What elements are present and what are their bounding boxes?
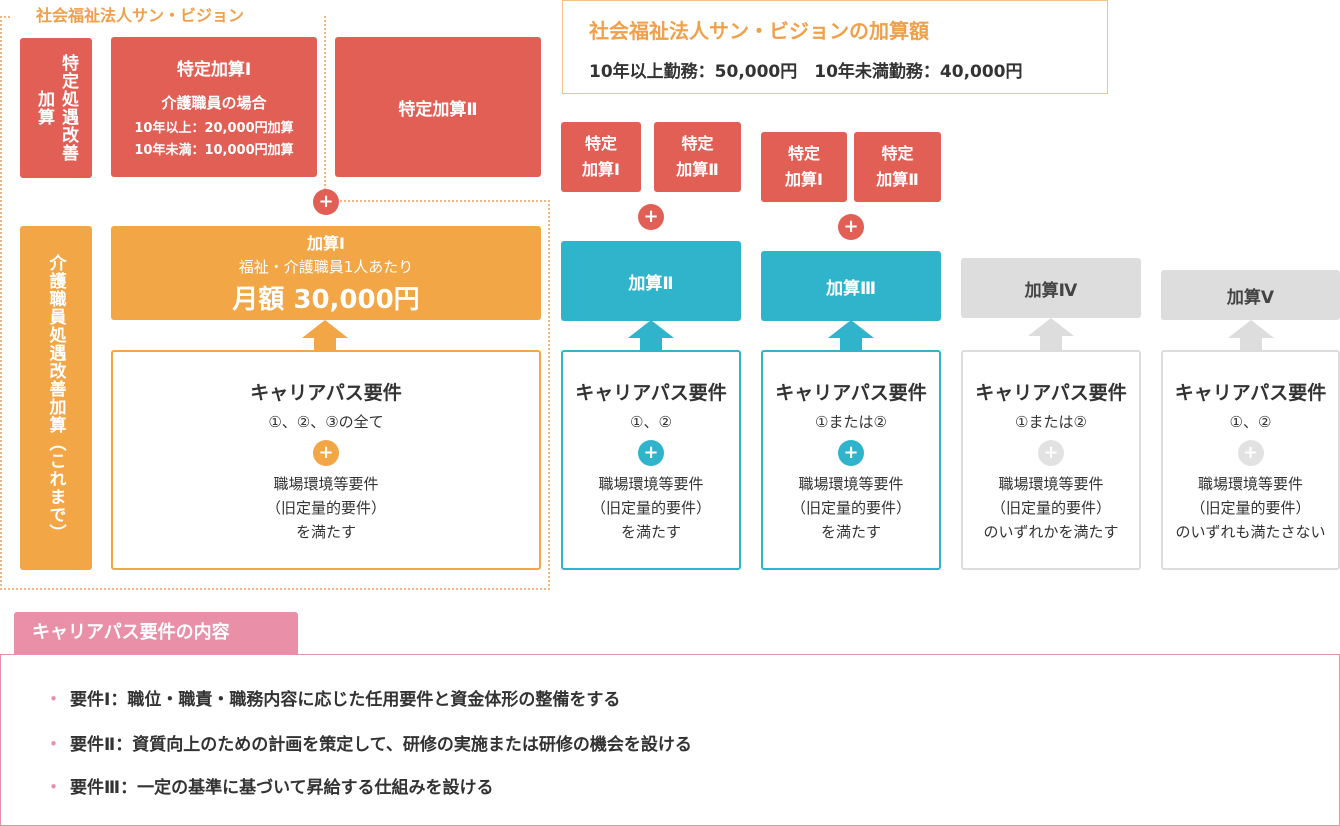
plus-icon: + <box>313 189 339 215</box>
legend-item-text: 要件Ⅱ：資質向上のための計画を策定して、研修の実施または研修の機会を設ける <box>70 735 692 755</box>
requirement-cond-2: （旧定量的要件） <box>990 499 1111 517</box>
bullet-icon: ・ <box>45 778 62 798</box>
kasan1-box: 加算Ⅰ 福祉・介護職員1人あたり 月額 30,000円 <box>111 226 541 320</box>
legend-item-text: 要件Ⅰ：職位・職責・職務内容に応じた任用要件と資金体形の整備をする <box>70 690 621 710</box>
small-tokutei2-label-b: 加算Ⅱ <box>676 160 719 179</box>
small-tokutei2-box: 特定 加算Ⅱ <box>654 122 741 192</box>
sun-vision-text: 10年以上勤務：50,000円 10年未満勤務：40,000円 <box>589 62 1023 82</box>
requirement-box-2: キャリアパス要件 ①、② + 職場環境等要件 （旧定量的要件） を満たす <box>561 350 741 570</box>
requirement-cond-1: 職場環境等要件 <box>798 475 904 493</box>
requirement-cond-2: （旧定量的要件） <box>790 499 911 517</box>
org-border <box>320 200 550 202</box>
tokutei2-title: 特定加算Ⅱ <box>398 99 478 120</box>
kasan3-box: 加算Ⅲ <box>761 251 941 321</box>
small-tokutei1-label-b: 加算Ⅰ <box>582 160 620 179</box>
tokutei1-sub: 介護職員の場合 <box>161 94 267 112</box>
plus-icon: + <box>838 440 864 466</box>
requirement-cond-3: を満たす <box>820 523 881 541</box>
requirement-box-3: キャリアパス要件 ①または② + 職場環境等要件 （旧定量的要件） を満たす <box>761 350 941 570</box>
tokutei1-box: 特定加算Ⅰ 介護職員の場合 10年以上：20,000円加算 10年未満：10,0… <box>111 37 317 177</box>
kasan2-box: 加算Ⅱ <box>561 241 741 321</box>
plus-icon: + <box>638 204 664 230</box>
requirement-box-4: キャリアパス要件 ①または② + 職場環境等要件 （旧定量的要件） のいずれかを… <box>961 350 1141 570</box>
legend-item: ・要件Ⅱ：資質向上のための計画を策定して、研修の実施または研修の機会を設ける <box>45 730 692 755</box>
plus-icon: + <box>313 440 339 466</box>
requirement-title: キャリアパス要件 <box>250 382 402 404</box>
kasan5-box: 加算Ⅴ <box>1161 270 1340 320</box>
legend-item-text: 要件Ⅲ：一定の基準に基づいて昇給する仕組みを設ける <box>70 778 494 798</box>
small-tokutei1-box: 特定 加算Ⅰ <box>561 122 641 192</box>
plus-icon: + <box>638 440 664 466</box>
requirement-cond-2: （旧定量的要件） <box>1190 499 1311 517</box>
tokutei1-line1: 10年以上：20,000円加算 <box>134 121 294 136</box>
requirement-cond-3: のいずれも満たさない <box>1175 523 1326 541</box>
up-arrow-icon <box>628 320 674 352</box>
requirement-sub: ①、② <box>1229 413 1272 431</box>
requirement-cond-2: （旧定量的要件） <box>265 499 386 517</box>
requirement-box-1: キャリアパス要件 ①、②、③の全て + 職場環境等要件 （旧定量的要件） を満た… <box>111 350 541 570</box>
row-label-text: 特定処遇改善加算 <box>34 54 78 162</box>
row-label-text: 介護職員処遇改善加算（これまで） <box>45 254 66 542</box>
tokutei1-title: 特定加算Ⅰ <box>176 60 252 80</box>
requirement-title: キャリアパス要件 <box>575 382 727 404</box>
small-tokutei2-label-a: 特定 <box>881 144 914 163</box>
up-arrow-icon <box>302 320 348 352</box>
org-border <box>0 200 550 590</box>
up-arrow-icon <box>828 320 874 352</box>
kasan4-title: 加算Ⅳ <box>1024 280 1078 301</box>
kasan1-amount: 月額 30,000円 <box>232 285 420 315</box>
requirement-cond-1: 職場環境等要件 <box>598 475 704 493</box>
requirement-cond-2: （旧定量的要件） <box>590 499 711 517</box>
small-tokutei2-box: 特定 加算Ⅱ <box>854 132 941 202</box>
requirement-cond-1: 職場環境等要件 <box>273 475 379 493</box>
sun-vision-amount-box: 社会福祉法人サン・ビジョンの加算額 10年以上勤務：50,000円 10年未満勤… <box>562 0 1108 94</box>
small-tokutei2-label-a: 特定 <box>681 134 714 153</box>
tokutei2-box: 特定加算Ⅱ <box>335 37 541 177</box>
requirement-cond-1: 職場環境等要件 <box>998 475 1104 493</box>
sun-vision-title: 社会福祉法人サン・ビジョンの加算額 <box>589 19 929 43</box>
requirement-cond-3: を満たす <box>295 523 356 541</box>
up-arrow-icon <box>1228 320 1274 352</box>
kasan1-title: 加算Ⅰ <box>307 234 345 253</box>
requirement-cond-3: を満たす <box>620 523 681 541</box>
requirement-cond-1: 職場環境等要件 <box>1197 475 1303 493</box>
kasan2-title: 加算Ⅱ <box>628 273 674 294</box>
plus-icon: + <box>1237 440 1264 466</box>
kasan3-title: 加算Ⅲ <box>825 278 877 299</box>
requirement-sub: ①、②、③の全て <box>268 413 384 431</box>
org-label: 社会福祉法人サン・ビジョン <box>30 2 251 26</box>
small-tokutei1-label-a: 特定 <box>787 144 820 163</box>
requirement-sub: ①または② <box>815 413 887 431</box>
bullet-icon: ・ <box>45 735 62 755</box>
org-border <box>0 16 10 202</box>
org-border <box>324 16 326 202</box>
legend-tab: キャリアパス要件の内容 <box>14 612 298 654</box>
small-tokutei1-box: 特定 加算Ⅰ <box>761 132 847 202</box>
requirement-title: キャリアパス要件 <box>975 382 1127 404</box>
kasan4-box: 加算Ⅳ <box>961 258 1141 318</box>
row-label-tokutei: 特定処遇改善加算 <box>20 38 92 178</box>
requirement-box-5: キャリアパス要件 ①、② + 職場環境等要件 （旧定量的要件） のいずれも満たさ… <box>1161 350 1340 570</box>
bullet-icon: ・ <box>45 690 62 710</box>
legend-box: ・要件Ⅰ：職位・職責・職務内容に応じた任用要件と資金体形の整備をする ・要件Ⅱ：… <box>0 654 1340 826</box>
requirement-cond-3: のいずれかを満たす <box>983 523 1119 541</box>
plus-icon: + <box>1038 440 1064 466</box>
up-arrow-icon <box>1028 318 1074 352</box>
plus-icon: + <box>838 214 864 240</box>
tokutei1-line2: 10年未満：10,000円加算 <box>134 143 294 158</box>
requirement-title: キャリアパス要件 <box>775 382 927 404</box>
requirement-sub: ①または② <box>1015 413 1087 431</box>
small-tokutei1-label-b: 加算Ⅰ <box>785 170 823 189</box>
kasan5-title: 加算Ⅴ <box>1226 287 1275 308</box>
small-tokutei2-label-b: 加算Ⅱ <box>876 170 919 189</box>
legend-item: ・要件Ⅲ：一定の基準に基づいて昇給する仕組みを設ける <box>45 773 494 798</box>
kasan1-sub: 福祉・介護職員1人あたり <box>238 258 414 276</box>
requirement-title: キャリアパス要件 <box>1174 382 1327 404</box>
row-label-kaigo: 介護職員処遇改善加算（これまで） <box>20 226 92 570</box>
requirement-sub: ①、② <box>630 413 672 431</box>
legend-item: ・要件Ⅰ：職位・職責・職務内容に応じた任用要件と資金体形の整備をする <box>45 685 620 710</box>
small-tokutei1-label-a: 特定 <box>584 134 617 153</box>
